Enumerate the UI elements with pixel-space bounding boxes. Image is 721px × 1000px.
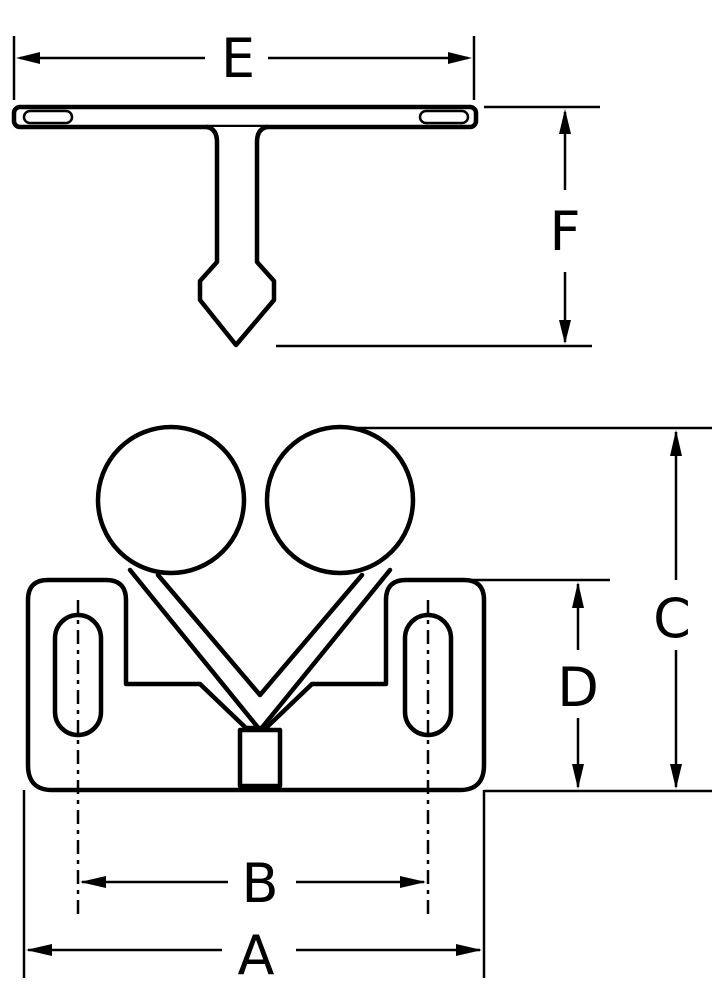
flange-slot-left [22, 109, 74, 125]
dim-b-arrow-right [400, 876, 426, 888]
dim-e-arrow-left [16, 52, 40, 64]
dim-b-arrow-left [80, 876, 106, 888]
dim-label-f: F [549, 200, 580, 263]
dimension-b: B [80, 852, 426, 915]
dim-c-arrow-bottom [670, 764, 682, 789]
dimension-c: C [348, 426, 712, 793]
catch-front-view [25, 424, 487, 918]
dim-label-c: C [653, 587, 691, 650]
dim-a-arrow-left [26, 944, 52, 956]
dimension-e: E [12, 27, 476, 100]
dim-label-a: A [238, 924, 275, 987]
dim-label-b: B [241, 852, 278, 915]
catch-base [25, 577, 487, 793]
roller-left [95, 424, 247, 576]
dim-e-arrow-right [448, 52, 472, 64]
dim-label-e: E [221, 27, 255, 90]
mount-slot-left [52, 612, 104, 738]
dimension-f: F [276, 105, 600, 348]
dim-a-arrow-right [456, 944, 482, 956]
roller-right [264, 424, 416, 576]
dim-d-arrow-bottom [572, 764, 584, 789]
mount-slot-right [402, 612, 454, 738]
dim-d-arrow-top [572, 582, 584, 608]
strike-top-view [11, 104, 479, 348]
dimension-a: A [22, 790, 486, 987]
dim-f-arrow-top [559, 109, 571, 134]
dim-label-d: D [557, 656, 599, 719]
dimension-d: D [470, 578, 610, 789]
flange-slot-right [418, 109, 470, 125]
center-post [237, 727, 283, 789]
strike-stem [197, 124, 277, 348]
strike-flange [11, 104, 479, 130]
spring-arm-inner [155, 572, 365, 698]
dim-f-arrow-bottom [559, 320, 571, 344]
dim-c-arrow-top [670, 430, 682, 456]
